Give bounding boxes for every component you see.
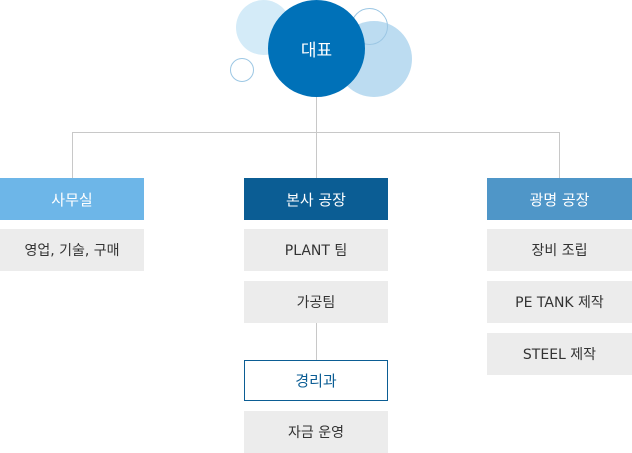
item-label: PE TANK 제작 — [515, 295, 604, 311]
item-label: 가공팀 — [296, 295, 336, 311]
dept-item: PLANT 팀 — [244, 229, 388, 271]
decor-circle-outline — [230, 58, 254, 82]
item-label: STEEL 제작 — [522, 347, 597, 363]
connector — [316, 323, 317, 360]
dept-gwangmyeong-factory: 광명 공장 — [487, 178, 632, 220]
dept-item: STEEL 제작 — [487, 333, 632, 375]
dept-item: 가공팀 — [244, 281, 388, 323]
connector — [72, 132, 560, 133]
item-label: 장비 조립 — [531, 243, 588, 259]
item-label: 자금 운영 — [288, 425, 344, 441]
connector — [72, 132, 73, 178]
dept-item: 영업, 기술, 구매 — [0, 229, 144, 271]
item-label: 영업, 기술, 구매 — [24, 243, 120, 259]
item-label: PLANT 팀 — [284, 243, 348, 259]
dept-label: 본사 공장 — [286, 190, 346, 209]
dept-label: 광명 공장 — [529, 190, 590, 209]
sub-dept-label: 경리과 — [295, 372, 337, 390]
dept-item: 자금 운영 — [244, 411, 388, 453]
dept-item: PE TANK 제작 — [487, 281, 632, 323]
dept-hq-factory: 본사 공장 — [244, 178, 388, 220]
connector — [559, 132, 560, 178]
dept-office: 사무실 — [0, 178, 144, 220]
dept-item: 장비 조립 — [487, 229, 632, 271]
sub-dept-accounting: 경리과 — [244, 360, 388, 401]
ceo-label: 대표 — [300, 41, 333, 61]
connector — [316, 97, 317, 178]
ceo-node: 대표 — [268, 0, 365, 97]
dept-label: 사무실 — [51, 190, 93, 209]
